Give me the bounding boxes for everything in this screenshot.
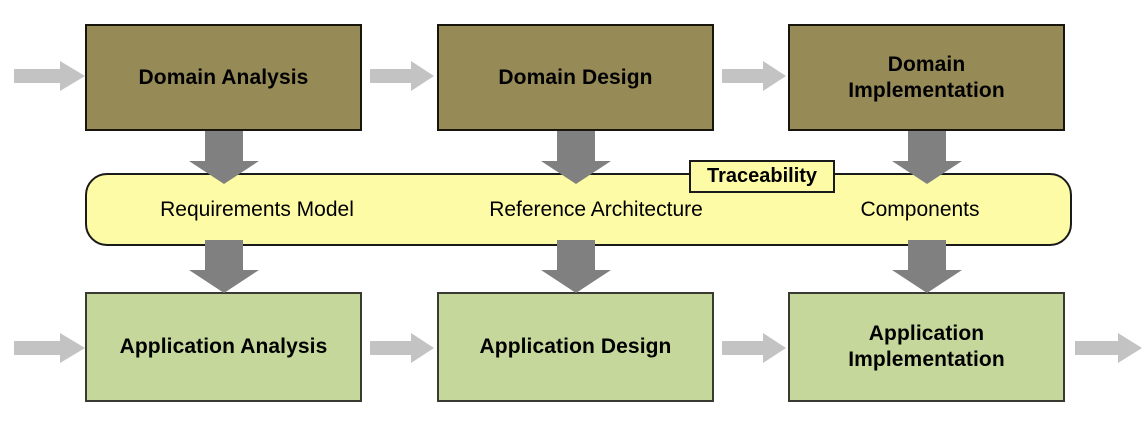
box-application-implementation-label-line1: Application: [868, 322, 985, 346]
box-domain-analysis[interactable]: Domain Analysis: [85, 24, 362, 131]
arrow-application-analysis-to-application-design: [370, 332, 435, 364]
arrow-domain-analysis-to-requirements-model: [188, 131, 260, 185]
arrow-application-design-to-application-implementation: [722, 332, 787, 364]
box-application-design[interactable]: Application Design: [437, 292, 714, 402]
box-application-analysis[interactable]: Application Analysis: [85, 292, 362, 402]
arrow-reference-architecture-to-application-design: [540, 240, 612, 294]
box-domain-design-label: Domain Design: [498, 65, 653, 89]
traceability-label-text: Traceability: [706, 165, 818, 187]
arrow-domain-implementation-to-components: [891, 131, 963, 185]
artifact-reference-architecture-label: Reference Architecture: [489, 197, 703, 221]
arrow-domain-design-to-domain-implementation: [722, 60, 787, 92]
artifact-requirements-model: Requirements Model: [92, 175, 422, 244]
artifact-components-label: Components: [860, 197, 980, 221]
traceability-label[interactable]: Traceability: [689, 160, 835, 193]
artifact-components: Components: [771, 175, 1069, 244]
box-domain-implementation-label-line2: Implementation: [848, 78, 1005, 102]
box-domain-analysis-label: Domain Analysis: [138, 65, 309, 89]
box-domain-implementation-label-line1: Domain: [887, 52, 966, 76]
box-application-analysis-label: Application Analysis: [119, 335, 328, 359]
artifact-requirements-model-label: Requirements Model: [160, 197, 354, 221]
box-application-implementation-label-line2: Implementation: [848, 348, 1005, 371]
traceability-bar[interactable]: Requirements Model Reference Architectur…: [85, 173, 1072, 246]
arrow-entry-domain: [14, 60, 86, 92]
arrow-components-to-application-implementation: [891, 240, 963, 294]
arrow-exit-application: [1075, 332, 1143, 364]
box-application-implementation[interactable]: Application Implementation: [788, 292, 1065, 402]
arrow-entry-application: [14, 332, 86, 364]
box-domain-implementation[interactable]: Domain Implementation: [788, 24, 1065, 131]
box-domain-design[interactable]: Domain Design: [437, 24, 714, 131]
arrow-domain-analysis-to-domain-design: [370, 60, 435, 92]
artifact-reference-architecture: Reference Architecture: [428, 175, 764, 244]
box-application-design-label: Application Design: [479, 335, 672, 359]
arrow-requirements-model-to-application-analysis: [188, 240, 260, 294]
arrow-domain-design-to-reference-architecture: [540, 131, 612, 185]
